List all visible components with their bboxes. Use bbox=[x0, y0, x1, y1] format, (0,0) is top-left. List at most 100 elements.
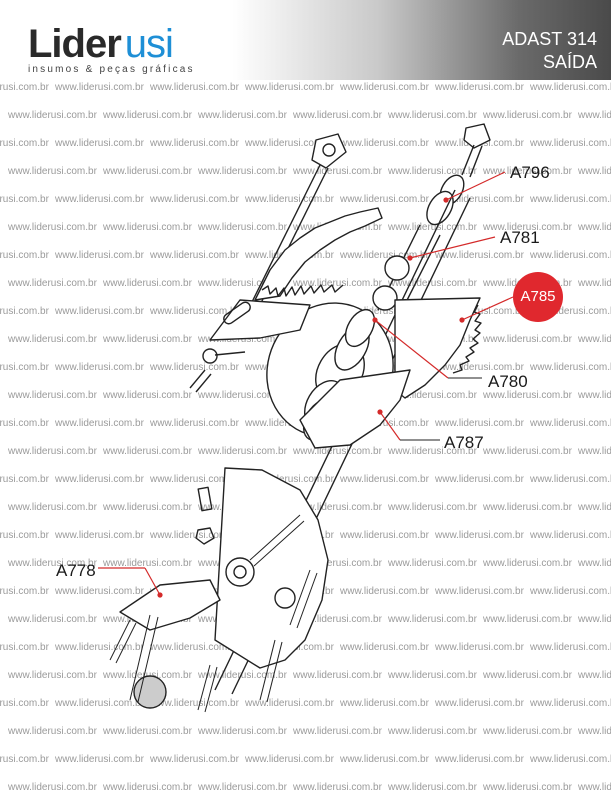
top-bolt-part bbox=[426, 123, 491, 226]
watermark-text: www.liderusi.com.br bbox=[150, 418, 239, 429]
watermark-text: www.liderusi.com.br bbox=[150, 250, 239, 261]
watermark-text: www.liderusi.com.br bbox=[8, 502, 97, 513]
watermark-text: www.liderusi.com.br bbox=[435, 698, 524, 709]
watermark-text: www.liderusi.com.br bbox=[483, 502, 572, 513]
callout-a781: A781 bbox=[500, 228, 540, 247]
watermark-row: www.liderusi.com.br www.liderusi.com.br ww… bbox=[8, 782, 611, 793]
watermark-text: www.liderusi.com.br bbox=[578, 334, 611, 345]
watermark-text: www.liderusi.com.br bbox=[55, 474, 144, 485]
watermark-text: www.liderusi.com.br bbox=[150, 138, 239, 149]
watermark-text: www.liderusi.com.br bbox=[578, 110, 611, 121]
watermark-text: www.liderusi.com.br bbox=[340, 698, 429, 709]
callout-a780: A780 bbox=[488, 372, 528, 391]
watermark-text: www.liderusi.com.br bbox=[198, 110, 287, 121]
machine-model: ADAST 314 bbox=[502, 29, 597, 49]
watermark-text: www.liderusi.com.br bbox=[198, 670, 287, 681]
watermark-text: www.liderusi.com.br bbox=[198, 334, 287, 345]
watermark-text: www.liderusi.com.br bbox=[245, 698, 334, 709]
watermark-text: www.liderusi.com.br bbox=[8, 782, 97, 793]
watermark-text: www.liderusi.com.br bbox=[150, 530, 239, 541]
watermark-text: www.liderusi.com.br bbox=[0, 306, 49, 317]
section-name: SAÍDA bbox=[542, 52, 597, 72]
watermark-text: www.liderusi.com.br bbox=[55, 698, 144, 709]
watermark-text: www.liderusi.com.br bbox=[150, 82, 239, 93]
watermark-text: www.liderusi.com.br bbox=[0, 418, 49, 429]
watermark-text: www.liderusi.com.br bbox=[388, 502, 477, 513]
watermark-text: www.liderusi.com.br bbox=[483, 166, 572, 177]
watermark-text: www.liderusi.com.br bbox=[150, 698, 239, 709]
watermark-text: www.liderusi.com.br bbox=[8, 558, 97, 569]
watermark-text: www.liderusi.com.br bbox=[198, 782, 287, 793]
watermark-text: www.liderusi.com.br bbox=[340, 418, 429, 429]
watermark-text: www.liderusi.com.br bbox=[150, 754, 239, 765]
watermark-text: www.liderusi.com.br bbox=[0, 474, 49, 485]
watermark-text: www.liderusi.com.br bbox=[530, 82, 611, 93]
watermark-text: www.liderusi.com.br bbox=[388, 726, 477, 737]
watermark-text: www.liderusi.com.br bbox=[483, 110, 572, 121]
watermark-text: www.liderusi.com.br bbox=[55, 586, 144, 597]
watermark-text: www.liderusi.com.br bbox=[245, 474, 334, 485]
watermark-text: www.liderusi.com.br bbox=[530, 530, 611, 541]
watermark-text: www.liderusi.com.br bbox=[8, 110, 97, 121]
watermark-text: www.liderusi.com.br bbox=[8, 390, 97, 401]
watermark-row: www.liderusi.com.br www.liderusi.com.br ww… bbox=[0, 82, 611, 93]
watermark-text: www.liderusi.com.br bbox=[0, 138, 49, 149]
watermark-text: www.liderusi.com.br bbox=[388, 558, 477, 569]
watermark-text: www.liderusi.com.br bbox=[530, 306, 611, 317]
watermark-text: www.liderusi.com.br bbox=[578, 166, 611, 177]
watermark-text: www.liderusi.com.br bbox=[8, 446, 97, 457]
mounting-bracket-part bbox=[189, 299, 311, 393]
watermark-text: www.liderusi.com.br bbox=[340, 530, 429, 541]
watermark-text: www.liderusi.com.br bbox=[103, 166, 192, 177]
watermark-text: www.liderusi.com.br bbox=[0, 586, 49, 597]
watermark-text: www.liderusi.com.br bbox=[388, 166, 477, 177]
watermark-row: www.liderusi.com.br www.liderusi.com.br ww… bbox=[0, 474, 611, 485]
watermark-text: www.liderusi.com.br bbox=[483, 558, 572, 569]
watermark-text: www.liderusi.com.br bbox=[198, 222, 287, 233]
watermark-text: www.liderusi.com.br bbox=[0, 194, 49, 205]
watermark-text: www.liderusi.com.br bbox=[293, 614, 382, 625]
watermark-text: www.liderusi.com.br bbox=[578, 502, 611, 513]
watermark-text: www.liderusi.com.br bbox=[340, 250, 429, 261]
watermark-text: www.liderusi.com.br bbox=[435, 586, 524, 597]
watermark-text: www.liderusi.com.br bbox=[103, 782, 192, 793]
exploded-parts-diagram bbox=[98, 123, 514, 713]
watermark-text: www.liderusi.com.br bbox=[8, 222, 97, 233]
watermark-text: www.liderusi.com.br bbox=[388, 446, 477, 457]
watermark-text: www.liderusi.com.br bbox=[103, 726, 192, 737]
watermark-text: www.liderusi.com.br bbox=[435, 250, 524, 261]
watermark-text: www.liderusi.com.br bbox=[340, 82, 429, 93]
watermark-text: www.liderusi.com.br bbox=[103, 334, 192, 345]
watermark-text: www.liderusi.com.br bbox=[578, 222, 611, 233]
watermark-text: www.liderusi.com.br bbox=[8, 278, 97, 289]
long-bolt-part bbox=[247, 133, 347, 314]
leader-a785 bbox=[461, 296, 514, 321]
watermark-text: www.liderusi.com.br bbox=[8, 166, 97, 177]
watermark-text: www.liderusi.com.br bbox=[198, 726, 287, 737]
watermark-text: www.liderusi.com.br bbox=[483, 446, 572, 457]
watermark-text: www.liderusi.com.br bbox=[55, 362, 144, 373]
watermark-text: www.liderusi.com.br bbox=[293, 166, 382, 177]
watermark-text: www.liderusi.com.br bbox=[388, 222, 477, 233]
watermark-text: www.liderusi.com.br bbox=[530, 754, 611, 765]
watermark-text: www.liderusi.com.br bbox=[0, 530, 49, 541]
watermark-text: www.liderusi.com.br bbox=[150, 362, 239, 373]
watermark-text: www.liderusi.com.br bbox=[530, 362, 611, 373]
watermark-text: www.liderusi.com.br bbox=[340, 642, 429, 653]
watermark-text: www.liderusi.com.br bbox=[103, 278, 192, 289]
watermark-text: www.liderusi.com.br bbox=[293, 278, 382, 289]
watermark-text: www.liderusi.com.br bbox=[198, 446, 287, 457]
watermark-text: www.liderusi.com.br bbox=[103, 502, 192, 513]
watermark-text: www.liderusi.com.br bbox=[55, 642, 144, 653]
watermark-text: www.liderusi.com.br bbox=[530, 194, 611, 205]
watermark-text: www.liderusi.com.br bbox=[103, 110, 192, 121]
watermark-text: www.liderusi.com.br bbox=[8, 670, 97, 681]
watermark-text: www.liderusi.com.br bbox=[245, 138, 334, 149]
watermark-text: www.liderusi.com.br bbox=[483, 222, 572, 233]
watermark-text: www.liderusi.com.br bbox=[340, 586, 429, 597]
watermark-text: www.liderusi.com.br bbox=[293, 502, 382, 513]
upper-sprocket-part bbox=[254, 207, 383, 301]
